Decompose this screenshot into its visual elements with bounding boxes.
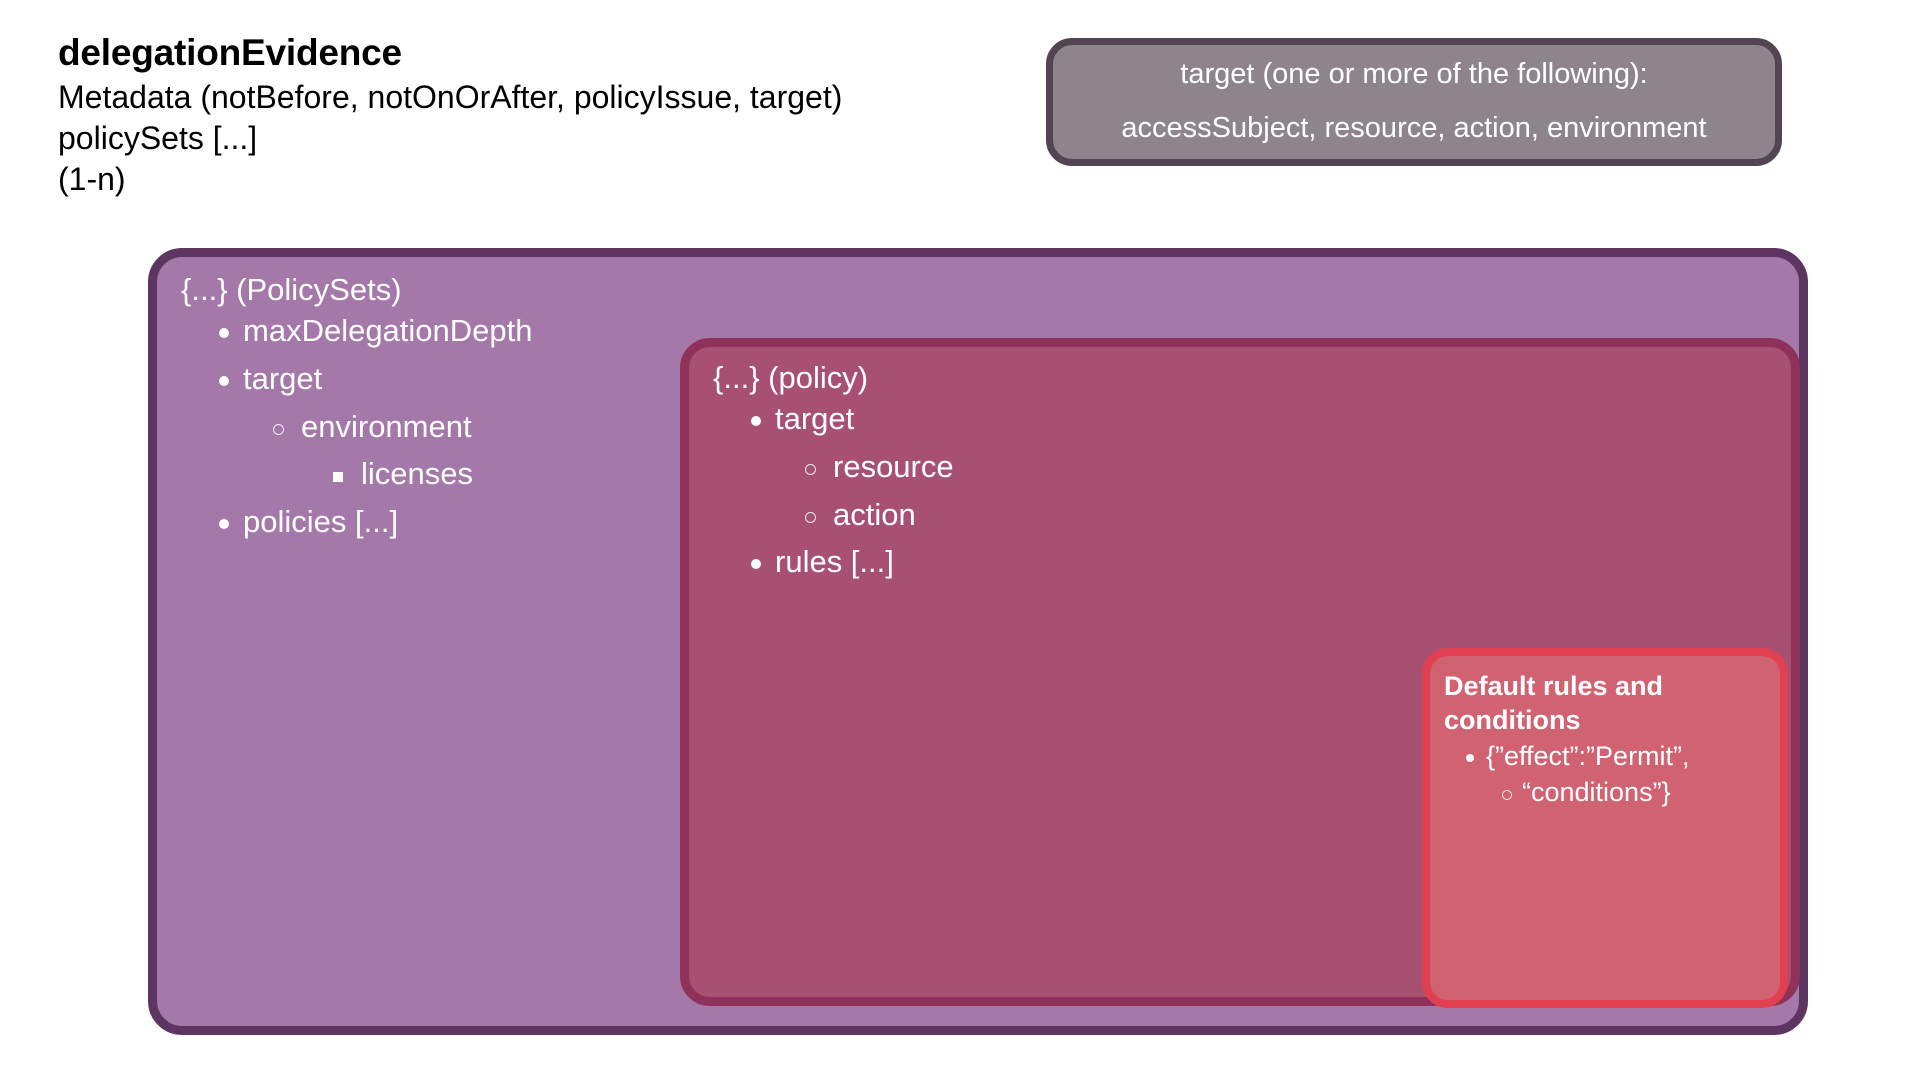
page-title: delegationEvidence [58,32,402,73]
policy-heading: {...} (policy) [713,360,869,395]
default-rules-list: {”effect”:”Permit”, “conditions”} [1444,738,1764,810]
list-item: environment [181,403,801,451]
list-item: target [181,355,801,403]
target-callout-values: accessSubject, resource, action, environ… [1121,112,1707,144]
target-callout-heading: target (one or more of the following): [1180,58,1648,91]
default-rules-title: Default rules and conditions [1444,671,1664,735]
list-item: licenses [181,450,801,498]
header-metadata-line: Metadata (notBefore, notOnOrAfter, polic… [58,79,843,116]
list-item: rules [...] [713,538,1273,586]
policy-list: target resource action rules [...] [713,395,1273,586]
policy-content: {...} (policy) target resource action ru… [713,360,1273,586]
list-item: target [713,395,1273,443]
policysets-content: {...} (PolicySets) maxDelegationDepth ta… [181,272,801,546]
target-callout-box: target (one or more of the following): a… [1046,38,1782,166]
list-item: resource [713,443,1273,491]
default-rules-box: Default rules and conditions {”effect”:”… [1422,648,1788,1008]
header-block: delegationEvidence Metadata (notBefore, … [58,32,1058,200]
list-item: action [713,491,1273,539]
list-item: {”effect”:”Permit”, [1444,738,1764,774]
list-item: policies [...] [181,498,801,546]
header-cardinality-line: (1-n) [58,161,126,198]
list-item: maxDelegationDepth [181,307,801,355]
header-policysets-line: policySets [...] [58,120,258,157]
policysets-heading: {...} (PolicySets) [181,272,402,307]
policysets-list: maxDelegationDepth target environment li… [181,307,801,546]
list-item: “conditions”} [1444,774,1764,810]
